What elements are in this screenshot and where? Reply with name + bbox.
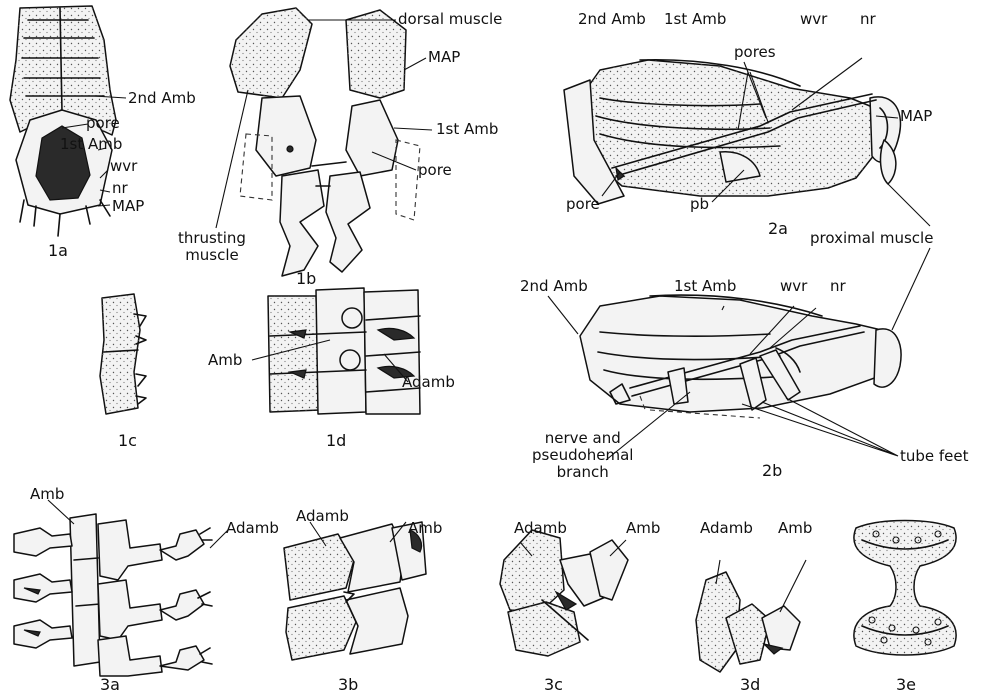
label-2a-1st-amb: 1st Amb bbox=[664, 11, 726, 28]
label-1a-pore: pore bbox=[86, 115, 120, 132]
label-3a-amb: Amb bbox=[30, 486, 64, 503]
label-3a-adamb: Adamb bbox=[226, 520, 279, 537]
label-3d-amb: Amb bbox=[778, 520, 812, 537]
label-2b-nr: nr bbox=[830, 278, 846, 295]
caption-fig-2b: 2b bbox=[762, 462, 782, 480]
label-2a-pb: pb bbox=[690, 196, 709, 213]
caption-fig-1b: 1b bbox=[296, 270, 316, 288]
caption-fig-1d: 1d bbox=[326, 432, 346, 450]
caption-fig-3c: 3c bbox=[544, 676, 563, 694]
label-3b-adamb: Adamb bbox=[296, 508, 349, 525]
label-2b-2nd-amb: 2nd Amb bbox=[520, 278, 588, 295]
label-3b-amb: Amb bbox=[408, 520, 442, 537]
label-2b-wvr: wvr bbox=[780, 278, 807, 295]
figure-1c-drawing bbox=[100, 294, 146, 414]
label-2a-proximal-muscle: proximal muscle bbox=[810, 230, 933, 247]
label-2a-pore: pore bbox=[566, 196, 600, 213]
label-3c-adamb: Adamb bbox=[514, 520, 567, 537]
label-2b-nerve-branch: nerve and pseudohemal branch bbox=[532, 430, 633, 481]
caption-fig-2a: 2a bbox=[768, 220, 788, 238]
label-1d-amb: Amb bbox=[208, 352, 242, 369]
label-1a-2nd-amb: 2nd Amb bbox=[128, 90, 196, 107]
caption-fig-1a: 1a bbox=[48, 242, 68, 260]
label-1a-nr: nr bbox=[112, 180, 128, 197]
label-2b-tube-feet: tube feet bbox=[900, 448, 969, 465]
label-1a-map: MAP bbox=[112, 198, 144, 215]
label-3c-amb: Amb bbox=[626, 520, 660, 537]
label-1b-1st-amb: 1st Amb bbox=[436, 121, 498, 138]
caption-fig-3a: 3a bbox=[100, 676, 120, 694]
caption-fig-1c: 1c bbox=[118, 432, 137, 450]
figure-3a-drawing bbox=[14, 500, 228, 676]
figure-3d-drawing bbox=[696, 560, 806, 672]
label-2b-1st-amb: 1st Amb bbox=[674, 278, 736, 295]
label-3d-adamb: Adamb bbox=[700, 520, 753, 537]
label-2a-2nd-amb: 2nd Amb bbox=[578, 11, 646, 28]
figure-3b-drawing bbox=[284, 522, 426, 660]
caption-fig-3b: 3b bbox=[338, 676, 358, 694]
figure-2a-drawing bbox=[564, 58, 930, 226]
label-1b-dorsal-muscle: dorsal muscle bbox=[398, 11, 502, 28]
label-1b-pore: pore bbox=[418, 162, 452, 179]
label-1a-1st-amb: 1st Amb bbox=[60, 136, 122, 153]
figure-1b-drawing bbox=[216, 8, 432, 276]
figure-1d-drawing bbox=[252, 288, 420, 414]
figure-3e-drawing bbox=[854, 521, 956, 656]
label-2a-pores: pores bbox=[734, 44, 776, 61]
label-1a-wvr: wvr bbox=[110, 158, 137, 175]
label-1b-thrusting-muscle: thrusting muscle bbox=[178, 230, 246, 264]
caption-fig-3e: 3e bbox=[896, 676, 916, 694]
label-1d-adamb: Adamb bbox=[402, 374, 455, 391]
figure-3c-drawing bbox=[500, 530, 628, 656]
label-2a-nr: nr bbox=[860, 11, 876, 28]
label-2a-map: MAP bbox=[900, 108, 932, 125]
label-1b-map: MAP bbox=[428, 49, 460, 66]
label-2a-wvr: wvr bbox=[800, 11, 827, 28]
caption-fig-3d: 3d bbox=[740, 676, 760, 694]
